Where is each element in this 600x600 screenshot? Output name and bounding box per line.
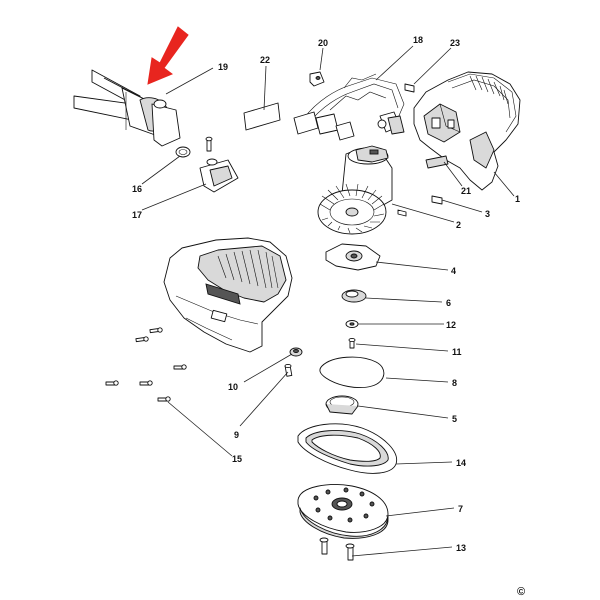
housing-grille [469,75,509,105]
part-2-key [397,209,407,217]
part-1-housing-half [413,71,521,191]
part-2-motor [317,145,393,235]
part-21-carbon-brush [425,155,449,169]
part-3-screw [431,195,443,205]
part-15-screws [105,327,187,402]
pad-dust-holes [313,487,375,523]
part-8-seal-ring [319,356,385,389]
label-21: 21 [461,186,471,196]
label-22: 22 [260,55,270,65]
label-3: 3 [485,209,490,219]
copyright-symbol: © [517,586,525,598]
label-2: 2 [456,220,461,230]
label-23: 23 [450,38,460,48]
lower-housing-grille [217,249,279,289]
label-9: 9 [234,430,239,440]
motor-fan [317,183,387,235]
part-16-o-ring [175,146,191,158]
part-10-cap [289,347,303,357]
lower-housing-half [163,237,293,353]
label-15: 15 [232,454,242,464]
leader-lines [141,45,515,557]
label-13: 13 [456,543,466,553]
part-17-brush-cap [199,158,239,193]
part-19-brush-holder [73,69,181,147]
part-7-sanding-pad [297,484,389,539]
label-20: 20 [318,38,328,48]
label-7: 7 [458,504,463,514]
label-6: 6 [446,298,451,308]
callout-labels: 19 16 17 22 20 18 23 1 21 3 2 4 6 12 11 … [132,35,520,553]
part-22-label-plate [243,102,281,131]
label-12: 12 [446,320,456,330]
part-5-clamp [325,395,359,415]
label-11: 11 [452,347,462,357]
part-20-nut [309,71,325,87]
part-23-pin [404,83,415,93]
red-arrow-icon [147,26,189,85]
label-4: 4 [451,266,456,276]
label-17: 17 [132,210,142,220]
label-1: 1 [515,194,520,204]
part-14-shroud [297,423,398,474]
part-6-collar [341,289,367,303]
label-8: 8 [452,378,457,388]
label-10: 10 [228,382,238,392]
part-11-screw [348,337,356,349]
label-18: 18 [413,35,423,45]
label-16: 16 [132,184,142,194]
part-4-bearing-plate [325,243,381,271]
part-13-screws [319,537,355,561]
label-19: 19 [218,62,228,72]
part-12-washer [345,320,359,328]
part-16-screw [205,136,213,152]
label-5: 5 [452,414,457,424]
part-18-wiring-harness [293,73,405,141]
label-14: 14 [456,458,466,468]
